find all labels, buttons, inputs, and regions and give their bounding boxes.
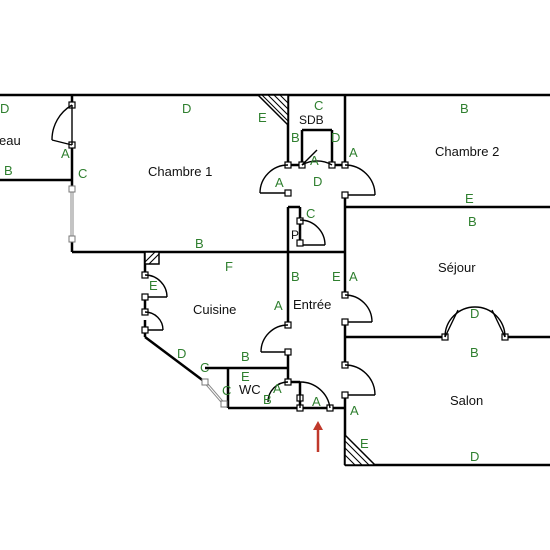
hatch-chambre1-corner	[256, 94, 289, 127]
wall-label: B	[241, 349, 250, 364]
hatch-cuisine-corner	[144, 251, 160, 265]
wall-label: D	[313, 174, 322, 189]
wall-labels: D A B C D E C B A D D A A B E C B B F B …	[0, 98, 479, 464]
wall-label: D	[182, 101, 191, 116]
wall-label: A	[274, 298, 283, 313]
room-label-wc: WC	[239, 382, 261, 397]
door-entree	[296, 381, 334, 412]
wall-label: B	[195, 236, 204, 251]
wall-label: E	[241, 369, 250, 384]
wall-label: E	[332, 269, 341, 284]
door-chambre2	[341, 161, 376, 199]
wall-label: D	[0, 101, 9, 116]
wall-label: C	[200, 360, 209, 375]
wall-label: E	[258, 110, 267, 125]
door-cuisine	[260, 321, 292, 356]
wall-label: C	[222, 383, 231, 398]
wall-label: A	[61, 146, 70, 161]
room-label-cuisine: Cuisine	[193, 302, 236, 317]
entry-arrow-icon	[313, 421, 323, 452]
wall-label: B	[460, 101, 469, 116]
wall-label: C	[78, 166, 87, 181]
hatch-salon-corner	[344, 433, 377, 466]
room-label-placard: Pl	[291, 228, 302, 242]
door-sejour	[341, 291, 373, 326]
window-wc	[201, 378, 228, 408]
door-sdb	[298, 149, 336, 169]
wall-label: A	[312, 394, 321, 409]
door-salon	[341, 361, 376, 399]
wall-label: A	[310, 153, 319, 168]
wall-label: A	[349, 269, 358, 284]
room-label-chambre1: Chambre 1	[148, 164, 212, 179]
room-label-sejour: Séjour	[438, 260, 476, 275]
room-label-bureau: eau	[0, 133, 21, 148]
room-label-entree: Entrée	[293, 297, 331, 312]
room-labels: eau Chambre 1 SDB Chambre 2 Pl Séjour Cu…	[0, 113, 499, 408]
wall-label: A	[350, 403, 359, 418]
wall-label: A	[273, 381, 282, 396]
door-bureau	[51, 101, 76, 149]
wall-label: D	[331, 130, 340, 145]
wall-label: D	[177, 346, 186, 361]
wall-label: A	[275, 175, 284, 190]
wall-label: F	[225, 259, 233, 274]
wall-label: C	[306, 206, 315, 221]
door-sejour-salon	[441, 306, 509, 341]
window-chambre1	[68, 185, 76, 243]
wall-label: E	[360, 436, 369, 451]
room-label-sdb: SDB	[299, 113, 324, 127]
door-cuisine-left	[141, 271, 168, 334]
door-placard	[296, 217, 326, 247]
wall-label: B	[470, 345, 479, 360]
door-chambre1	[259, 161, 292, 197]
wall-cuisine-diagonal	[144, 336, 206, 383]
wall-label: A	[349, 145, 358, 160]
room-label-salon: Salon	[450, 393, 483, 408]
room-label-chambre2: Chambre 2	[435, 144, 499, 159]
wall-label: B	[291, 130, 300, 145]
wall-label: B	[4, 163, 13, 178]
wall-label: D	[470, 449, 479, 464]
wall-label: C	[314, 98, 323, 113]
wall-label: B	[468, 214, 477, 229]
wall-label: E	[465, 191, 474, 206]
wall-label: B	[263, 392, 272, 407]
wall-label: D	[470, 306, 479, 321]
wall-label: B	[291, 269, 300, 284]
wall-label: E	[149, 278, 158, 293]
